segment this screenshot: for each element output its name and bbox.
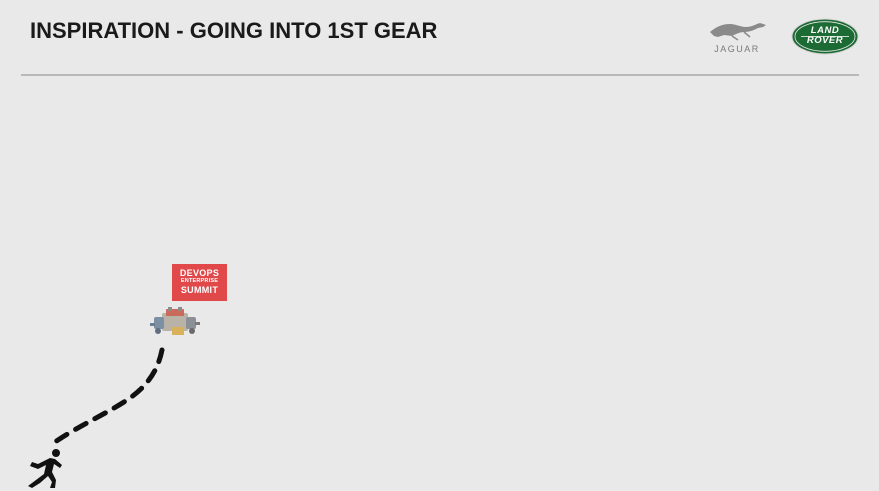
land-rover-text-line1: LAND	[810, 25, 840, 36]
land-rover-text-line2: ROVER	[806, 35, 844, 46]
land-rover-oval-icon	[791, 18, 859, 55]
engine-icon	[150, 307, 200, 335]
title-divider	[21, 74, 859, 76]
running-person-icon	[28, 449, 62, 488]
badge-line-enterprise: ENTERPRISE	[180, 278, 219, 284]
jaguar-logo: JAGUAR	[700, 18, 774, 56]
land-rover-logo: LAND ROVER	[791, 18, 859, 55]
leaping-jaguar-icon	[710, 23, 766, 41]
devops-summit-badge: DEVOPS ENTERPRISE SUMMIT	[172, 264, 227, 301]
badge-line-summit: SUMMIT	[180, 285, 219, 295]
jaguar-wordmark: JAGUAR	[714, 44, 760, 54]
badge-line-devops: DEVOPS	[179, 268, 220, 278]
slide-title: INSPIRATION - GOING INTO 1ST GEAR	[30, 18, 438, 43]
